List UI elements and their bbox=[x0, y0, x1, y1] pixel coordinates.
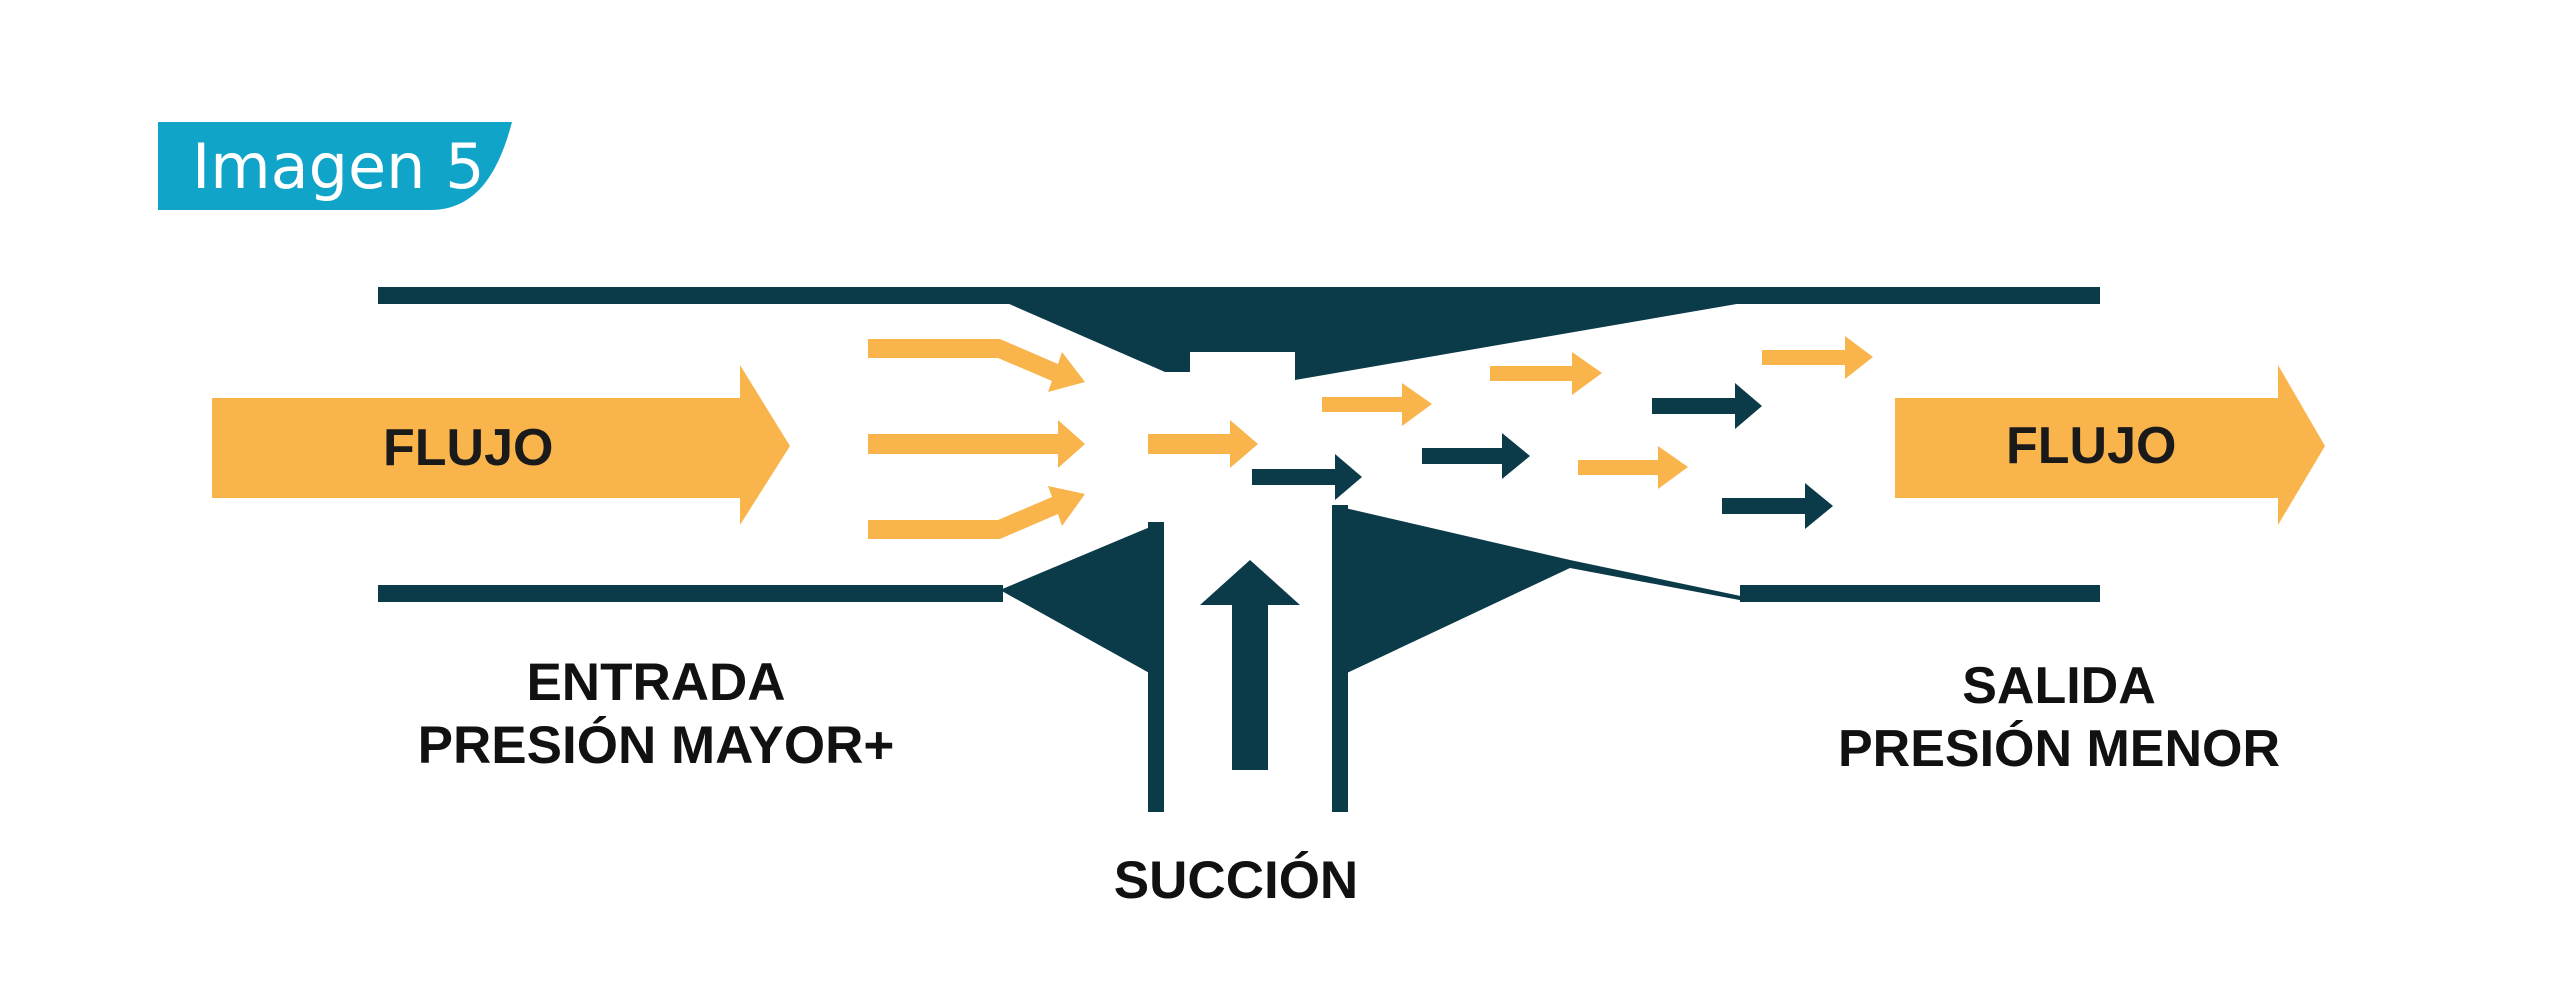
outlet-flow: FLUJO bbox=[1895, 365, 2325, 525]
suction-arrow bbox=[1200, 560, 1300, 770]
suction-caption: SUCCIÓN bbox=[1114, 850, 1358, 910]
suction-tube-left-wall bbox=[1148, 522, 1164, 812]
dark-arrow bbox=[1722, 483, 1833, 529]
orange-arrow bbox=[1148, 420, 1258, 468]
orange-flow-arrows bbox=[868, 336, 1873, 539]
pipe-bottom-wall-right bbox=[1740, 585, 2100, 602]
outlet-caption: SALIDA PRESIÓN MENOR bbox=[1838, 657, 2280, 778]
suction-tube-right-wall bbox=[1332, 505, 1348, 812]
badge-shape bbox=[158, 122, 512, 210]
dark-arrow bbox=[1252, 454, 1362, 500]
pipe-bottom-throat-right bbox=[1332, 505, 1750, 680]
image-badge: Imagen 5 bbox=[158, 122, 512, 210]
orange-arrow bbox=[1490, 352, 1602, 395]
orange-arrow bbox=[1762, 336, 1873, 379]
inlet-caption: ENTRADA PRESIÓN MAYOR+ bbox=[418, 653, 895, 775]
orange-arrow bbox=[868, 420, 1085, 468]
inlet-flow-arrow bbox=[212, 365, 790, 525]
orange-arrow bbox=[1578, 446, 1688, 489]
pipe-bottom-wall-left bbox=[378, 585, 1003, 602]
inlet-caption-line2: PRESIÓN MAYOR+ bbox=[418, 715, 895, 775]
inlet-caption-line1: ENTRADA bbox=[526, 653, 785, 712]
dark-arrow bbox=[1652, 383, 1762, 429]
dark-flow-arrows bbox=[1252, 383, 1833, 529]
badge-label: Imagen 5 bbox=[192, 130, 485, 203]
outlet-flow-label: FLUJO bbox=[2006, 417, 2176, 475]
pipe-bottom-throat-left bbox=[1000, 522, 1162, 680]
orange-arrow bbox=[1322, 383, 1432, 426]
outlet-caption-line2: PRESIÓN MENOR bbox=[1838, 720, 2280, 778]
pipe-top-wall bbox=[378, 287, 2100, 304]
outlet-flow-arrow bbox=[1895, 365, 2325, 525]
dark-arrow bbox=[1422, 433, 1530, 479]
inlet-flow-label: FLUJO bbox=[383, 419, 553, 477]
venturi-pipe bbox=[378, 287, 2100, 812]
outlet-caption-line1: SALIDA bbox=[1962, 657, 2156, 715]
inlet-flow: FLUJO bbox=[212, 365, 790, 525]
pipe-top-throat bbox=[1000, 300, 1760, 380]
orange-arrow bbox=[868, 339, 1085, 392]
orange-arrow bbox=[868, 486, 1085, 539]
